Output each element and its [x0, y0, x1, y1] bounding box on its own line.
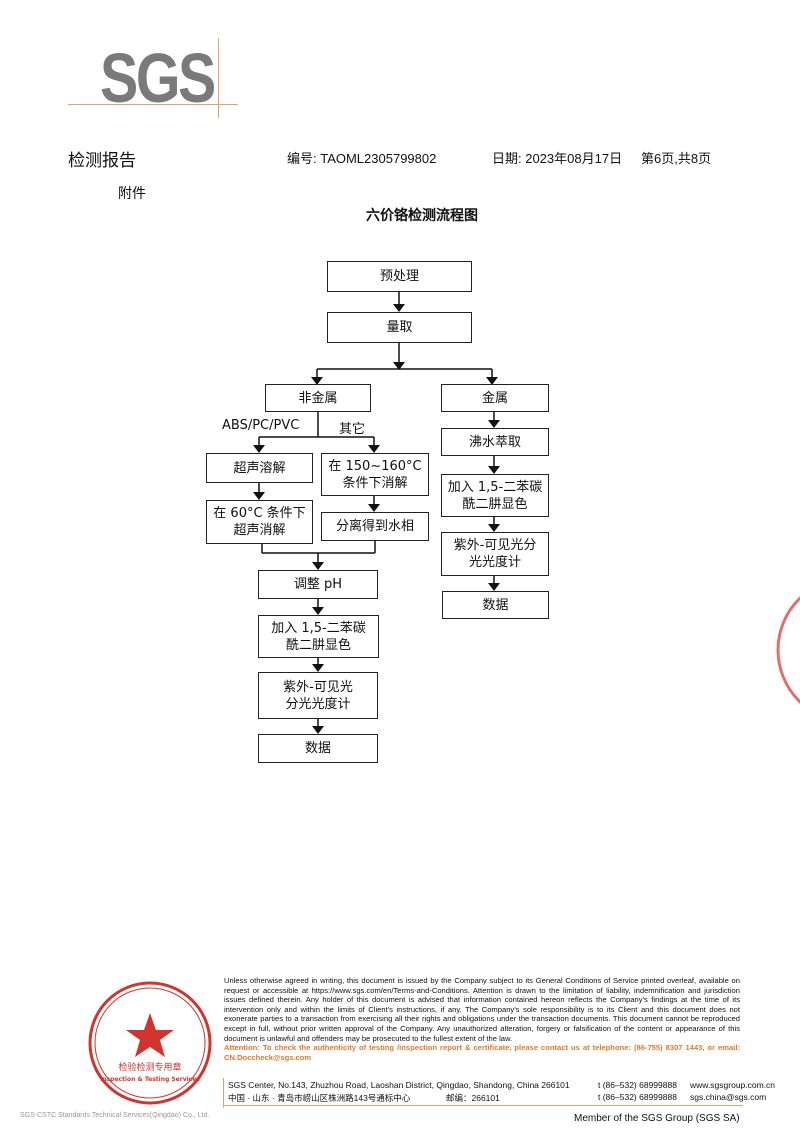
postcode: 邮编：266101 [446, 1093, 500, 1103]
flowchart-connectors [253, 291, 500, 734]
website-link[interactable]: www.sgsgroup.com.cn [690, 1080, 776, 1090]
stamp-text-en: Inspection & Testing Services [100, 1076, 200, 1083]
logo-vertical-rule [218, 38, 219, 118]
email-link[interactable]: sgs.china@sgs.com [690, 1092, 767, 1102]
step-measure: 量取 [327, 312, 472, 343]
disclaimer-text: Unless otherwise agreed in writing, this… [224, 976, 740, 1043]
step-ultrasonic-dissolve: 超声溶解 [206, 453, 313, 483]
page-number: 第6页,共8页 [641, 151, 712, 166]
stamp-text-cn: 检验检测专用章 [118, 1061, 181, 1073]
appendix-label: 附件 [118, 186, 146, 202]
branch-label-other: 其它 [339, 422, 366, 437]
footer-vertical-rule [223, 1078, 224, 1108]
address-cn: 中国 · 山东 · 青岛市崂山区株洲路143号通标中心 [228, 1093, 411, 1103]
report-number: 编号: TAOML2305799802 [287, 151, 437, 166]
branch-label-abs: ABS/PC/PVC [222, 418, 300, 433]
step-boil-extract: 沸水萃取 [441, 428, 549, 456]
step-uv-vis-left: 紫外-可见光分光光度计 [258, 672, 378, 719]
step-data-left: 数据 [258, 734, 378, 763]
sgs-member-note: Member of the SGS Group (SGS SA) [574, 1113, 740, 1124]
step-nonmetal: 非金属 [265, 384, 371, 412]
telephone-2: t (86–532) 68999888 [598, 1092, 677, 1102]
step-adjust-ph: 调整 pH [258, 570, 378, 599]
disclaimer: Unless otherwise agreed in writing, this… [224, 976, 740, 1062]
step-add-dpc-left: 加入 1,5-二苯碳酰二肼显色 [258, 615, 379, 658]
telephone-1: t (86–532) 68999888 [598, 1080, 677, 1090]
step-uv-vis-right: 紫外-可见光分光光度计 [441, 532, 549, 576]
logo-horizontal-rule [68, 104, 238, 105]
partial-seal-right [776, 596, 800, 704]
star-icon [126, 1013, 174, 1057]
step-pretreatment: 预处理 [327, 261, 472, 292]
address-en: SGS Center, No.143, Zhuzhou Road, Laosha… [228, 1080, 570, 1090]
step-metal: 金属 [441, 384, 549, 412]
authenticity-notice: Attention: To check the authenticity of … [224, 1043, 740, 1062]
company-name-left: SGS-CSTC Standards Technical Services(Qi… [20, 1112, 210, 1119]
step-digest-150: 在 150~160°C 条件下消解 [321, 453, 429, 496]
flowchart-title: 六价铬检测流程图 [366, 208, 478, 224]
footer-horizontal-rule [223, 1105, 743, 1106]
step-data-right: 数据 [442, 591, 549, 619]
step-ultrasonic-60: 在 60°C 条件下超声消解 [206, 500, 313, 544]
step-separate-aqueous: 分离得到水相 [321, 512, 429, 541]
step-add-dpc-right: 加入 1,5-二苯碳酰二肼显色 [441, 474, 549, 517]
report-date: 日期: 2023年08月17日 [492, 151, 623, 166]
inspection-stamp: 检验检测专用章 Inspection & Testing Services [88, 981, 212, 1105]
report-title: 检测报告 [68, 151, 136, 171]
